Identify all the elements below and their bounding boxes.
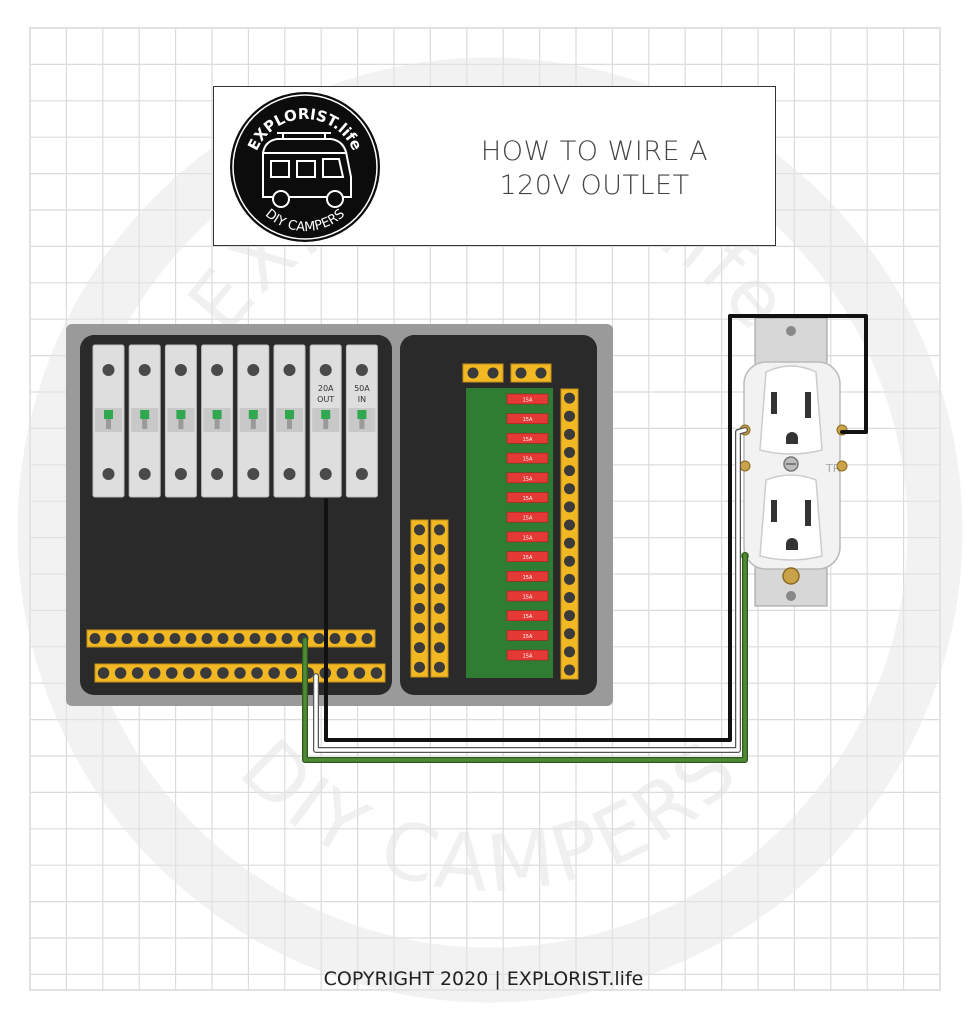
- breaker-5: [237, 344, 270, 498]
- fuse-rating-label: 15A: [523, 516, 533, 522]
- fuse-input-stud-1: [462, 363, 504, 383]
- fuse-3: 15A: [506, 433, 549, 444]
- breaker-toggle: [357, 410, 367, 419]
- fuse-rating-label: 15A: [523, 535, 533, 541]
- breaker-rating-label: 20A: [318, 384, 334, 393]
- copyright-text: COPYRIGHT 2020 | EXPLORIST.life: [323, 968, 644, 990]
- breaker-8: 50A IN: [345, 344, 378, 498]
- fuse-rating-label: 15A: [523, 417, 533, 423]
- breaker-4: [201, 344, 234, 498]
- breaker-toggle: [248, 410, 258, 419]
- ground-hole-lower: [786, 538, 798, 550]
- breaker-toggle: [212, 410, 222, 419]
- fuse-output-bus-bar: [560, 388, 579, 680]
- slot-neutral-lower: [805, 500, 811, 526]
- fuse-8: 15A: [506, 531, 549, 543]
- ground-bus-bar: [94, 663, 386, 683]
- fuse-rating-label: 15A: [523, 437, 533, 443]
- fuse-input-stud-2: [510, 363, 552, 383]
- fuse-rating-label: 15A: [523, 476, 533, 482]
- breaker-2: [128, 344, 161, 498]
- outlet-receptacle: TR: [739, 317, 848, 607]
- breaker-function-label: IN: [358, 395, 366, 404]
- brand-logo: EXPLORIST.life DIY CAMPERS: [230, 92, 380, 242]
- breaker-1: [92, 344, 125, 498]
- slot-neutral-upper: [805, 392, 811, 418]
- fuse-rating-label: 15A: [523, 654, 533, 660]
- van-icon: [262, 132, 352, 208]
- fuse-rating-label: 15A: [523, 555, 533, 561]
- breaker-function-label: OUT: [317, 395, 334, 404]
- breaker-7: 20A OUT: [309, 344, 342, 498]
- breaker-toggle: [104, 410, 113, 419]
- outlet-face-lower: [759, 474, 823, 561]
- hot-terminal-bottom: [836, 460, 848, 472]
- ground-wire: [303, 553, 747, 762]
- fuse-1: 15A: [506, 393, 549, 405]
- fuse-2: 15A: [506, 413, 549, 425]
- strap-hole-bottom: [786, 591, 796, 601]
- neutral-bus-bar: [86, 629, 376, 648]
- fuse-13: 15A: [506, 630, 549, 641]
- title-box: EXPLORIST.life DIY CAMPERS HOW TO WIRE A…: [213, 86, 776, 246]
- strap-hole-top: [786, 326, 796, 336]
- fuse-10: 15A: [506, 570, 549, 582]
- fuse-rating-label: 15A: [523, 634, 533, 640]
- page-title: HOW TO WIRE A 120V OUTLET: [414, 135, 775, 203]
- slot-hot-lower: [771, 500, 777, 522]
- fuse-6: 15A: [506, 492, 549, 503]
- breaker-6: [273, 344, 306, 498]
- breaker-rating-label: 50A: [354, 384, 370, 393]
- ground-hole-upper: [786, 432, 798, 444]
- breaker-toggle: [285, 410, 294, 419]
- negative-bus-bar-2: [430, 519, 449, 678]
- fuse-12: 15A: [506, 610, 549, 622]
- wiring: [302, 314, 868, 763]
- fuse-7: 15A: [506, 511, 549, 523]
- fuse-9: 15A: [506, 551, 549, 562]
- neutral-terminal-bottom: [739, 460, 751, 472]
- fuse-rating-label: 15A: [523, 614, 533, 620]
- ground-screw: [782, 567, 800, 585]
- outlet-strap-top: [754, 317, 828, 367]
- hot-wire: [324, 314, 868, 742]
- title-line-2: 120V OUTLET: [499, 169, 690, 201]
- fuse-rating-label: 15A: [523, 575, 533, 581]
- fuse-14: 15A: [506, 649, 549, 661]
- fuse-rating-label: 15A: [523, 398, 533, 404]
- fuse-block: 15A 15A 15A 15A 15A 15A 15A 15A 15A 15A 15A 15A 15A 1…: [410, 363, 579, 680]
- fuse-5: 15A: [506, 472, 549, 484]
- negative-bus-bar-1: [410, 519, 429, 678]
- fuse-rating-label: 15A: [523, 595, 533, 601]
- fuse-11: 15A: [506, 590, 549, 602]
- fuse-rating-label: 15A: [523, 457, 533, 463]
- outlet-face-upper: [759, 365, 823, 455]
- breaker-toggle: [321, 410, 331, 419]
- breaker-row: 20A OUT 50A IN: [92, 344, 378, 498]
- breaker-3: [164, 344, 197, 498]
- slot-hot-upper: [771, 392, 777, 414]
- breaker-toggle: [140, 410, 150, 419]
- neutral-wire: [314, 428, 747, 752]
- breaker-toggle: [176, 410, 186, 419]
- fuse-rating-label: 15A: [523, 496, 533, 502]
- fuse-4: 15A: [506, 452, 549, 464]
- title-line-1: HOW TO WIRE A: [480, 136, 709, 167]
